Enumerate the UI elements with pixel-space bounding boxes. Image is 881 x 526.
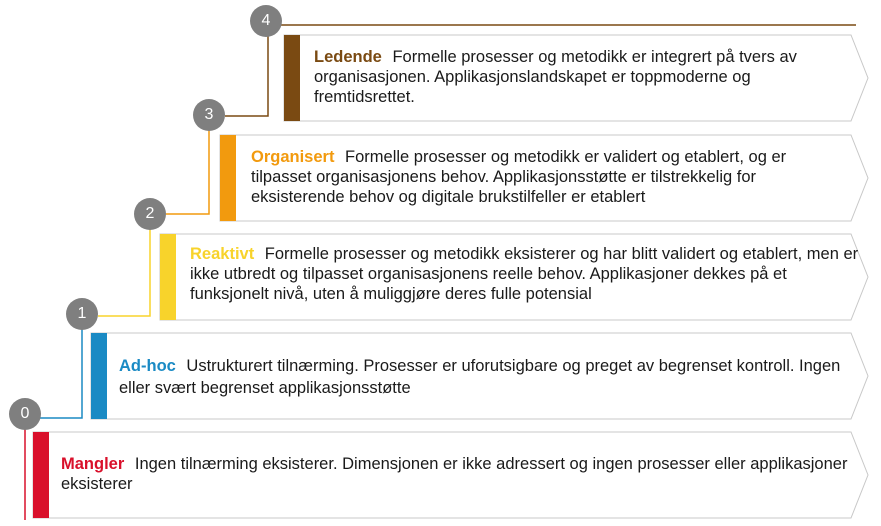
level-0-box: Mangler Ingen tilnærming eksisterer. Dim… [33,432,869,518]
level-3-description: Formelle prosesser og metodikk er valide… [251,148,787,206]
level-4-badge: 4 [250,5,282,37]
level-1-color-bar [91,333,107,419]
level-3-badge: 3 [193,99,225,131]
level-1-title: Ad-hoc [119,357,176,375]
level-3-color-bar [220,135,236,221]
level-2-box: Reaktivt Formelle prosesser og metodikk … [160,234,869,320]
level-2-badge: 2 [134,198,166,230]
level-4-color-bar [284,35,300,121]
level-1-badge: 1 [66,298,98,330]
level-2-color-bar [160,234,176,320]
level-0-title: Mangler [61,455,125,473]
level-0-description: Ingen tilnærming eksisterer. Dimensjonen… [61,455,848,493]
level-4-description: Formelle prosesser og metodikk er integr… [314,48,797,106]
level-1-description: Ustrukturert tilnærming. Prosesser er uf… [119,357,841,397]
level-4-title: Ledende [314,48,382,66]
level-2-title: Reaktivt [190,245,255,263]
level-0-badge: 0 [9,398,41,430]
level-1-box: Ad-hoc Ustrukturert tilnærming. Prosesse… [91,333,869,419]
level-2-description: Formelle prosesser og metodikk eksistere… [190,245,859,303]
level-3-box: Organisert Formelle prosesser og metodik… [220,135,869,221]
level-3-title: Organisert [251,148,335,166]
level-0-color-bar [33,432,49,518]
level-4-box: Ledende Formelle prosesser og metodikk e… [284,35,869,121]
